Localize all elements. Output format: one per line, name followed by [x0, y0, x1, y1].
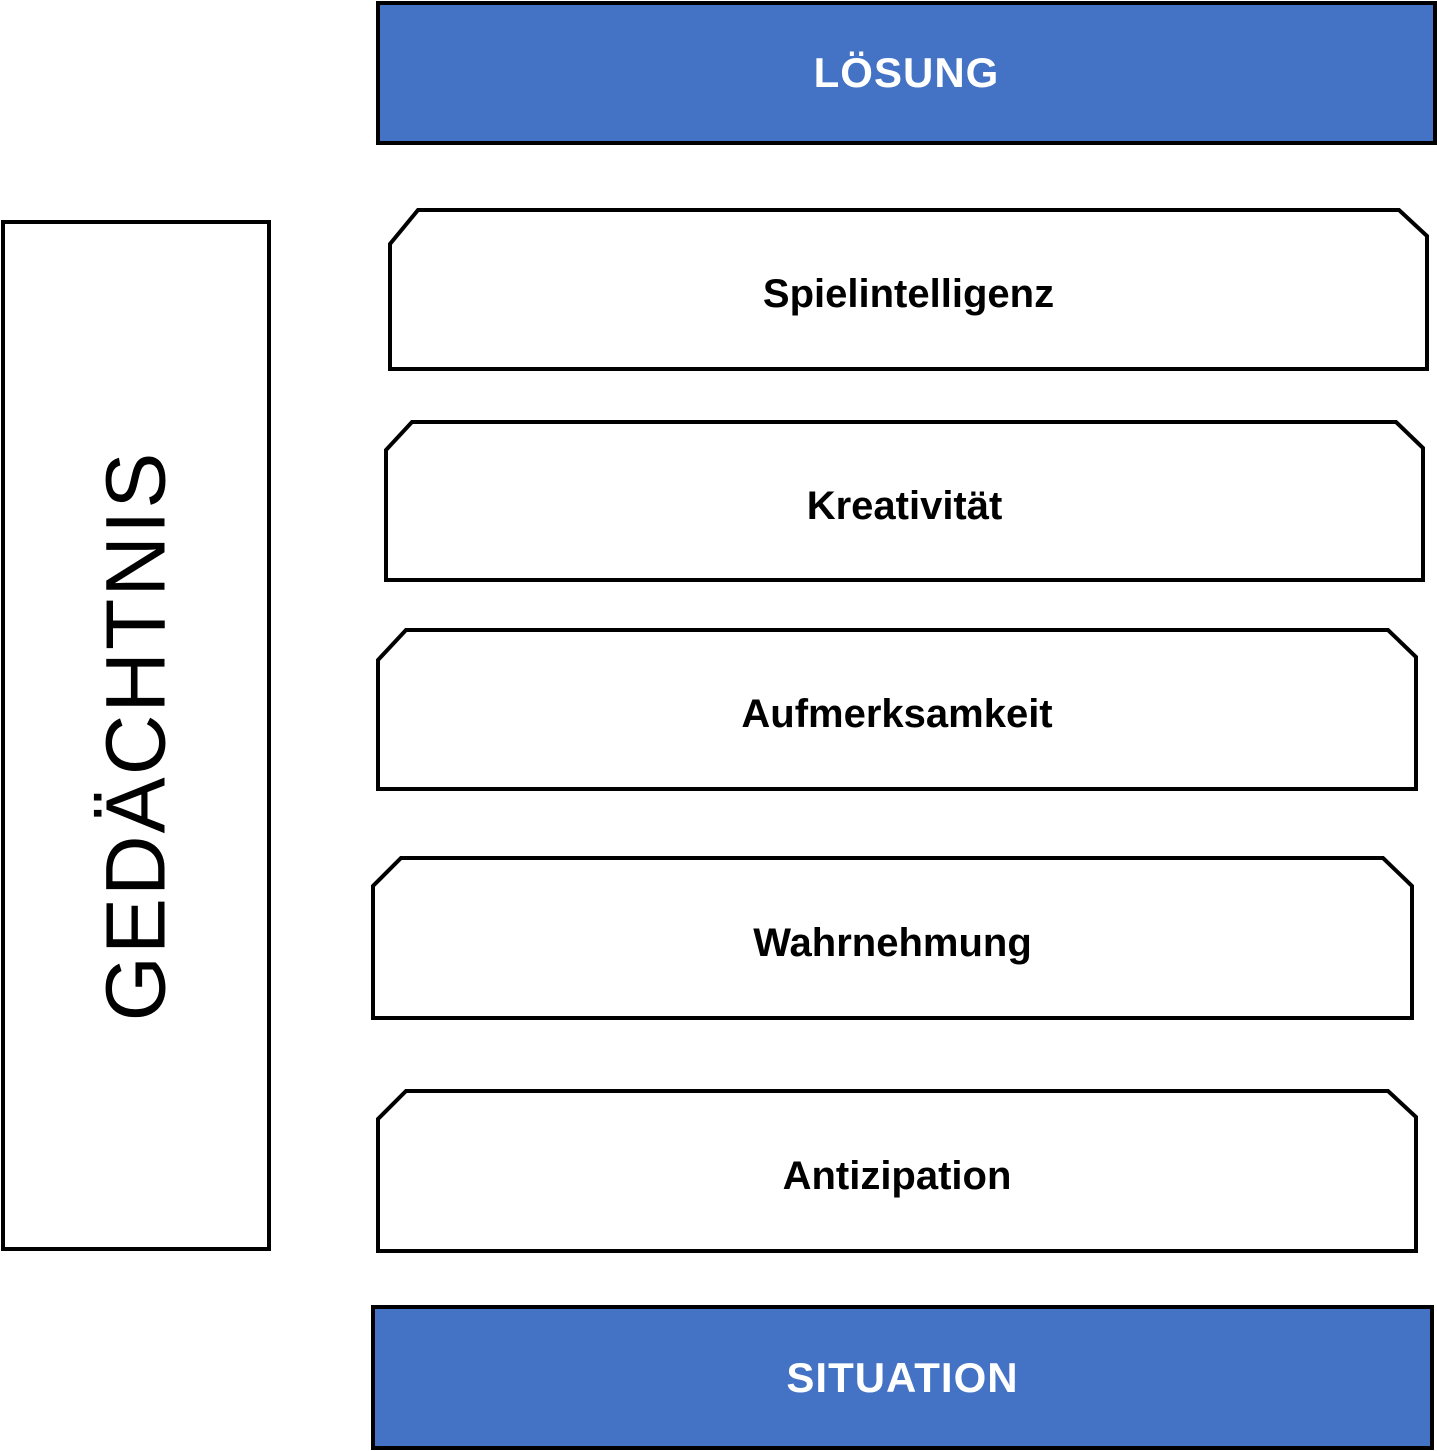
loesung-label: LÖSUNG: [813, 49, 1000, 96]
layer-antizipation: Antizipation: [376, 1089, 1418, 1253]
situation-box: SITUATION: [371, 1305, 1434, 1450]
layer-shape: [388, 208, 1429, 371]
layer-label: Aufmerksamkeit: [741, 692, 1053, 736]
loesung-box: LÖSUNG: [376, 1, 1437, 145]
layer-label: Wahrnehmung: [753, 920, 1032, 965]
layer-label: Kreativität: [806, 483, 1003, 528]
layer-shape: [384, 420, 1425, 582]
layer-kreativitaet: Kreativität: [384, 420, 1425, 582]
layer-aufmerksamkeit: Aufmerksamkeit: [376, 628, 1418, 791]
layer-shape: [376, 1089, 1418, 1253]
gedaechtnis-box: GEDÄCHTNIS: [1, 220, 271, 1251]
situation-label: SITUATION: [786, 1353, 1019, 1401]
gedaechtnis-label: GEDÄCHTNIS: [88, 450, 183, 1021]
layer-spielintelligenz: Spielintelligenz: [388, 208, 1429, 371]
layer-shape: [371, 856, 1414, 1020]
layer-label: Antizipation: [782, 1153, 1012, 1198]
layer-shape: [376, 628, 1418, 791]
layer-wahrnehmung: Wahrnehmung: [371, 856, 1414, 1020]
layer-label: Spielintelligenz: [762, 272, 1055, 316]
